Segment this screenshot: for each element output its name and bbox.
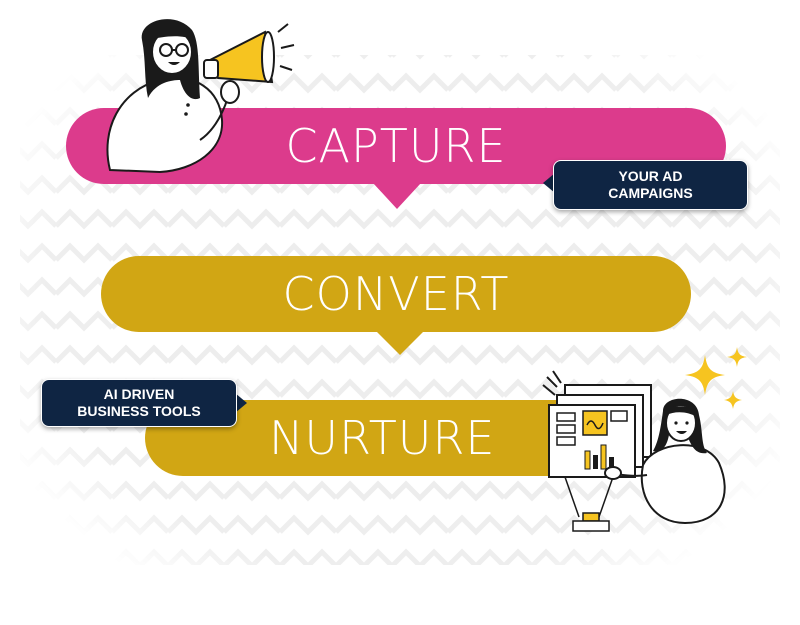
business-tools-tag-pointer <box>235 393 247 413</box>
business-tools-line2: BUSINESS TOOLS <box>77 403 201 419</box>
nurture-label: NURTURE <box>269 411 496 465</box>
convert-label: CONVERT <box>282 267 510 321</box>
convert-pointer <box>376 331 424 355</box>
ad-campaigns-line1: YOUR AD <box>618 168 683 184</box>
sparkles-icon <box>685 355 725 395</box>
nurture-step: NURTURE <box>145 400 615 476</box>
ad-campaigns-tag-pointer <box>543 173 555 193</box>
business-tools-tag: AI DRIVEN BUSINESS TOOLS <box>41 379 237 427</box>
woman-with-dashboard-icon <box>542 347 747 532</box>
capture-label: CAPTURE <box>285 119 507 173</box>
business-tools-line1: AI DRIVEN <box>103 386 175 402</box>
capture-pointer <box>373 183 421 209</box>
woman-with-megaphone-icon <box>106 19 295 174</box>
ad-campaigns-tag: YOUR AD CAMPAIGNS <box>553 160 748 210</box>
ad-campaigns-line2: CAMPAIGNS <box>608 185 693 201</box>
convert-step: CONVERT <box>101 256 691 332</box>
